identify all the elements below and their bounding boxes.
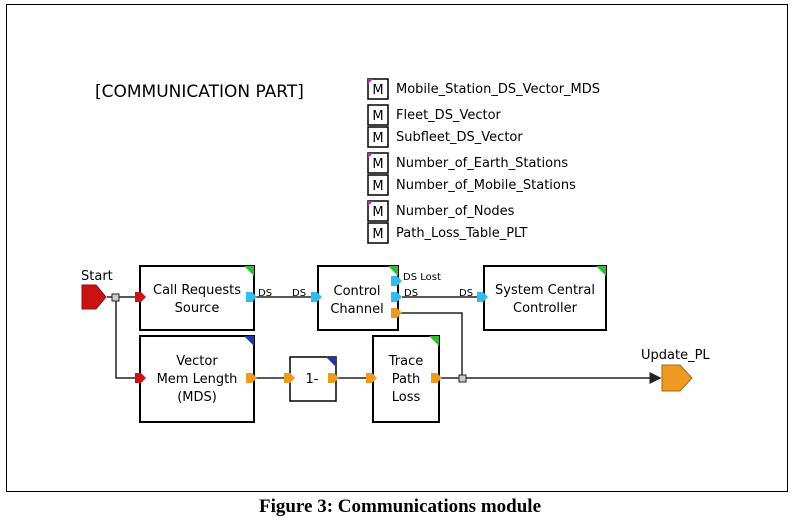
parameter-label: Mobile_Station_DS_Vector_MDS — [396, 82, 600, 97]
communications-diagram: [COMMUNICATION PART] M Mobile_Station_DS… — [81, 78, 710, 423]
trace-path-block[interactable]: Trace Path Loss — [366, 335, 442, 423]
control-channel-block[interactable]: Control Channel DS DS Lost DS — [292, 265, 441, 331]
ds-output-port-icon — [246, 292, 257, 302]
figure-caption: Figure 3: Communications module — [258, 496, 541, 517]
badge-mark-icon — [368, 79, 373, 84]
parameter-item[interactable]: M Number_of_Earth_Stations — [367, 152, 568, 174]
update-arrow-icon — [661, 364, 693, 392]
parameter-label: Subfleet_DS_Vector — [396, 130, 523, 145]
parameter-item[interactable]: M Mobile_Station_DS_Vector_MDS — [367, 78, 600, 100]
number-output-port-icon — [391, 308, 402, 318]
one-minus-block[interactable]: 1- — [284, 356, 339, 402]
wire-start-to-vector — [115, 300, 135, 379]
port-label-ds-lost: DS Lost — [403, 272, 441, 283]
corner-marker-icon — [596, 266, 606, 276]
parameter-item[interactable]: M Subfleet_DS_Vector — [367, 126, 523, 148]
port-label-ds: DS — [404, 288, 418, 299]
number-output-port-icon — [328, 373, 339, 383]
parameter-label: Fleet_DS_Vector — [396, 108, 502, 123]
parameter-badge: M — [372, 109, 383, 124]
block-label-line2: Channel — [330, 302, 383, 317]
junction-node — [111, 293, 120, 302]
ds-input-port-icon — [311, 292, 322, 302]
block-label-line3: Loss — [392, 390, 421, 405]
section-title: [COMMUNICATION PART] — [95, 82, 304, 102]
corner-marker-icon — [244, 336, 254, 346]
number-output-port-icon — [431, 373, 442, 383]
wire-control-to-junction — [398, 312, 463, 375]
block-label-line3: (MDS) — [177, 390, 217, 405]
port-label-ds: DS — [258, 288, 272, 299]
port-label-ds: DS — [292, 288, 306, 299]
block-label-line1: Trace — [388, 354, 424, 369]
connection-lines — [107, 296, 662, 384]
block-label-line1: System Central — [495, 283, 595, 298]
block-label-line1: Vector — [176, 354, 218, 369]
parameter-label: Number_of_Mobile_Stations — [396, 178, 576, 193]
ds-output-port-icon — [391, 292, 402, 302]
parameter-badge: M — [372, 227, 383, 242]
parameter-label: Number_of_Earth_Stations — [396, 156, 568, 171]
parameter-badge: M — [372, 157, 383, 172]
start-arrow-icon — [81, 284, 107, 310]
diagram-frame — [6, 4, 788, 492]
start-port[interactable]: Start — [81, 269, 113, 310]
block-label: 1- — [306, 372, 319, 387]
update-label: Update_PL — [641, 348, 710, 363]
parameter-label: Number_of_Nodes — [396, 204, 515, 219]
block-label-line2: Path — [392, 372, 421, 387]
corner-marker-icon — [429, 336, 439, 346]
number-input-port-icon — [366, 373, 377, 383]
ds-input-port-icon — [477, 292, 488, 302]
block-label-line2: Source — [175, 301, 220, 316]
parameter-item[interactable]: M Path_Loss_Table_PLT — [367, 222, 527, 244]
block-label-line2: Mem Length — [157, 372, 238, 387]
block-label-line1: Call Requests — [153, 283, 241, 298]
junction-node — [458, 374, 467, 383]
start-label: Start — [81, 269, 113, 284]
number-output-port-icon — [246, 373, 257, 383]
port-label-ds: DS — [459, 288, 473, 299]
input-port-icon — [135, 373, 146, 383]
corner-marker-icon — [326, 357, 336, 367]
number-input-port-icon — [284, 373, 295, 383]
parameter-badge: M — [372, 205, 383, 220]
block-label-line1: Control — [334, 284, 381, 299]
parameter-badge: M — [372, 131, 383, 146]
parameter-label: Path_Loss_Table_PLT — [396, 226, 527, 241]
parameter-item[interactable]: M Fleet_DS_Vector — [367, 104, 502, 126]
call-requests-block[interactable]: Call Requests Source DS — [135, 265, 272, 331]
ds-lost-port-icon — [391, 276, 402, 286]
vector-mem-block[interactable]: Vector Mem Length (MDS) — [135, 335, 257, 423]
corner-marker-icon — [244, 266, 254, 276]
badge-mark-icon — [368, 153, 373, 158]
parameter-badge: M — [372, 179, 383, 194]
parameter-item[interactable]: M Number_of_Mobile_Stations — [367, 174, 576, 196]
corner-marker-icon — [388, 266, 398, 276]
parameter-item[interactable]: M Number_of_Nodes — [367, 200, 515, 222]
parameter-list: M Mobile_Station_DS_Vector_MDS M Fleet_D… — [367, 78, 600, 244]
badge-mark-icon — [368, 201, 373, 206]
system-central-block[interactable]: System Central Controller DS — [459, 265, 607, 331]
block-label-line2: Controller — [513, 301, 578, 316]
input-port-icon — [135, 292, 146, 302]
parameter-badge: M — [372, 83, 383, 98]
update-port[interactable]: Update_PL — [641, 348, 710, 392]
